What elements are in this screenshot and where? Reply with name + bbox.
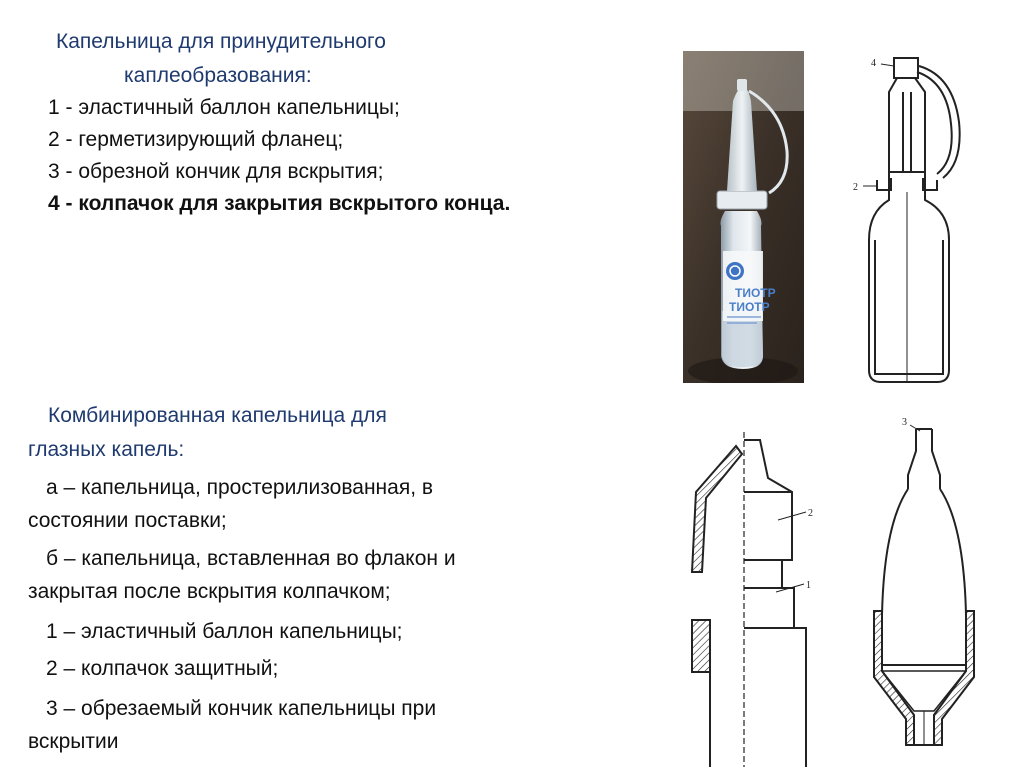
label-3: 3 bbox=[902, 417, 907, 428]
item-2: 2 – колпачок защитный; bbox=[46, 657, 279, 680]
item-a-line1: а – капельница, простерилизованная, в bbox=[46, 476, 434, 499]
bottle-flange bbox=[716, 190, 768, 210]
bulb-outline bbox=[881, 488, 967, 666]
dropper-tip bbox=[727, 87, 757, 191]
dropper-bottle-photo-svg: ТИОТР ТИОТР bbox=[683, 51, 804, 383]
bottle-outline bbox=[868, 172, 950, 383]
dropper-drawing-bottom-left: 2 1 bbox=[690, 432, 813, 767]
item-3-line2: вскрытии bbox=[28, 730, 119, 753]
section1-item-3: 3 - обрезной кончик для вскрытия; bbox=[48, 160, 384, 183]
section2-title-line2: глазных капель: bbox=[28, 438, 185, 461]
item-1: 1 – эластичный баллон капельницы; bbox=[46, 620, 403, 643]
label-text-1: ТИОТР bbox=[735, 286, 776, 300]
cap-outline bbox=[893, 57, 919, 79]
section1-title-line2: каплеобразования: bbox=[124, 64, 312, 87]
label-2-bottom: 2 bbox=[808, 508, 813, 519]
section1-title-line1: Капельница для принудительного bbox=[56, 30, 386, 53]
section1-item-2: 2 - герметизирующий фланец; bbox=[48, 128, 344, 151]
cap-strap bbox=[748, 89, 789, 195]
label-logo-icon bbox=[726, 262, 744, 280]
item-b-line2: закрытая после вскрытия колпачком; bbox=[28, 580, 391, 603]
item-b-line1: б – капельница, вставленная во флакон и bbox=[46, 547, 456, 570]
dropper-drawing-top: 4 2 bbox=[853, 57, 961, 383]
item-3-line1: 3 – обрезаемый кончик капельницы при bbox=[46, 697, 437, 720]
section1-item-4: 4 - колпачок для закрытия вскрытого конц… bbox=[48, 192, 511, 215]
label-2: 2 bbox=[853, 182, 858, 193]
dropper-body-outline bbox=[744, 439, 807, 767]
section2-title-line1: Комбинированная капельница для bbox=[48, 404, 387, 427]
label-4: 4 bbox=[871, 58, 876, 69]
protective-cap-hatched bbox=[690, 444, 744, 573]
strap-outline bbox=[918, 65, 961, 179]
label-text-2: ТИОТР bbox=[729, 300, 770, 314]
item-a-line2: состоянии поставки; bbox=[28, 509, 227, 532]
label-1-bottom: 1 bbox=[806, 580, 811, 591]
section1-item-1: 1 - эластичный баллон капельницы; bbox=[48, 96, 400, 119]
tip-outline bbox=[907, 429, 941, 489]
dropper-bottle-photo: ТИОТР ТИОТР bbox=[683, 51, 804, 383]
dropper-drawing-bottom-right: 3 bbox=[873, 417, 975, 746]
